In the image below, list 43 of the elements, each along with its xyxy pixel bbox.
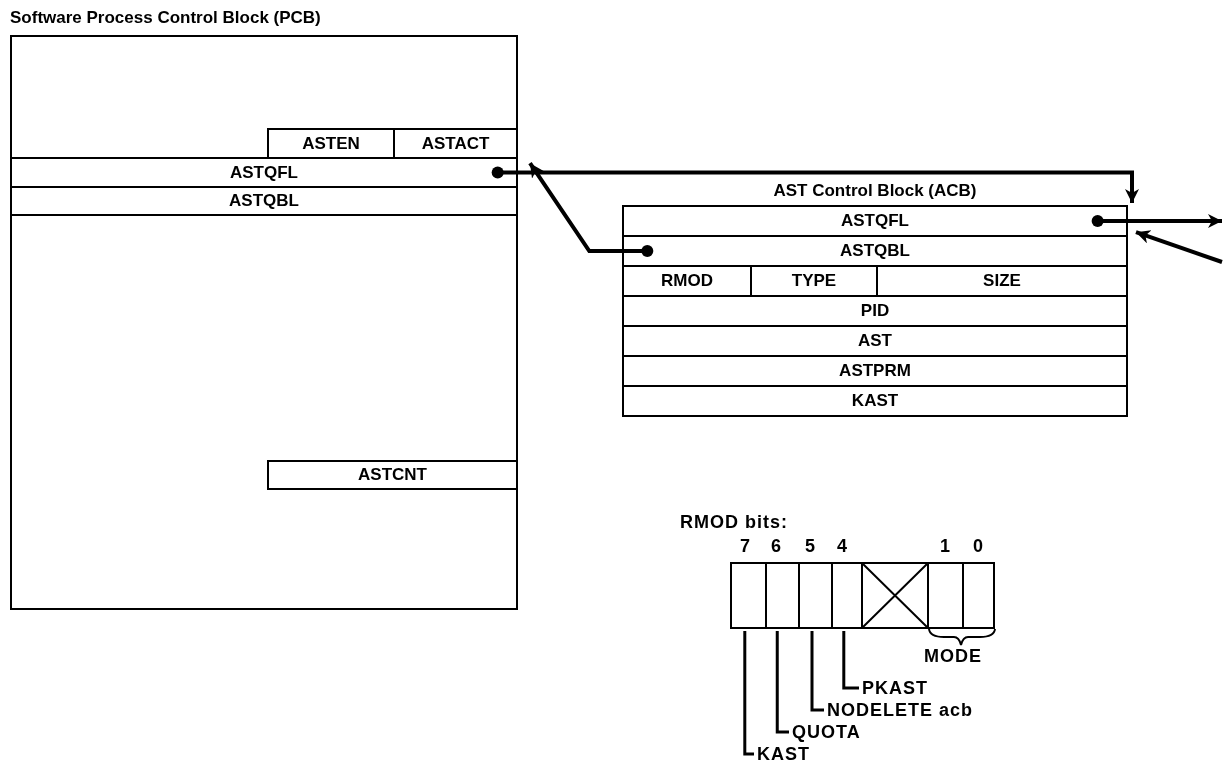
pointer-arrow [1135, 230, 1223, 264]
register-field: TYPE [750, 265, 878, 297]
bit-name: KAST [757, 744, 810, 764]
register-field: AST [622, 325, 1128, 357]
leader-line [842, 631, 859, 690]
pointer-arrow [528, 162, 654, 257]
control-block-heading: Software Process Control Block (PCB) [10, 8, 321, 28]
register-heading: RMOD bits: [680, 512, 788, 532]
pointer-arrow [1091, 214, 1222, 228]
field-name: MODE [924, 646, 982, 666]
bit-name: PKAST [862, 678, 928, 698]
bit-field [927, 562, 964, 629]
register-field: ASTEN [267, 128, 395, 159]
register-field: ASTQFL [622, 205, 1128, 237]
bit-name: NODELETE acb [827, 700, 974, 720]
bit-number: 5 [805, 536, 816, 556]
bit-number: 6 [771, 536, 782, 556]
control-block-heading: AST Control Block (ACB) [773, 181, 977, 201]
pointer-arrow [491, 166, 1139, 203]
register-field: RMOD [622, 265, 752, 297]
register-field: ASTPRM [622, 355, 1128, 387]
register-field: ASTQBL [10, 186, 518, 216]
bit-field [962, 562, 995, 629]
bit-number: 0 [973, 536, 984, 556]
bit-name: QUOTA [792, 722, 861, 742]
register-field: ASTACT [393, 128, 518, 159]
register-field: KAST [622, 385, 1128, 417]
leader-line [775, 631, 789, 734]
register-field: ASTCNT [267, 460, 518, 490]
bit-number: 1 [940, 536, 951, 556]
bit-number: 4 [837, 536, 848, 556]
leader-line [743, 631, 754, 756]
bit-field [765, 562, 800, 629]
register-field: SIZE [876, 265, 1128, 297]
register-field: ASTQFL [10, 157, 518, 188]
bit-field [798, 562, 833, 629]
unused-bit-field [861, 562, 929, 629]
bit-field [730, 562, 767, 629]
leader-line [810, 631, 824, 712]
bit-number: 7 [740, 536, 751, 556]
register-field: PID [622, 295, 1128, 327]
bit-field [831, 562, 863, 629]
register-field: ASTQBL [622, 235, 1128, 267]
